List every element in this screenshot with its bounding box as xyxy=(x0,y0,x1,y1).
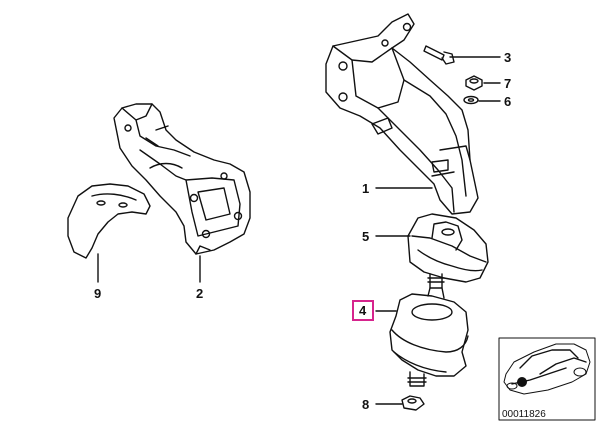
location-marker xyxy=(517,377,527,387)
callout-3[interactable]: 3 xyxy=(504,50,512,65)
bolt-part-3 xyxy=(423,45,455,65)
callout-9[interactable]: 9 xyxy=(94,286,102,301)
callout-8[interactable]: 8 xyxy=(362,397,370,412)
car-thumbnail-illustration xyxy=(498,337,596,421)
callout-6[interactable]: 6 xyxy=(504,94,512,109)
thumbnail-code: 00011826 xyxy=(502,409,546,420)
leader-lines xyxy=(97,56,501,405)
subframe-bracket-part-2 xyxy=(113,103,251,255)
engine-mount-part-4 xyxy=(389,273,469,387)
callout-1[interactable]: 1 xyxy=(362,181,370,196)
nut-part-8 xyxy=(401,395,425,411)
callout-7[interactable]: 7 xyxy=(504,76,512,91)
callout-5[interactable]: 5 xyxy=(362,229,370,244)
mount-cap-part-5 xyxy=(407,213,489,283)
callout-2[interactable]: 2 xyxy=(196,286,204,301)
callout-4[interactable]: 4 xyxy=(359,303,367,318)
heat-shield-part-9 xyxy=(67,183,151,259)
washer-part-6 xyxy=(463,95,479,105)
nut-part-7 xyxy=(465,75,483,91)
engine-bracket-part-1 xyxy=(325,13,479,215)
highlight-box xyxy=(352,300,374,321)
